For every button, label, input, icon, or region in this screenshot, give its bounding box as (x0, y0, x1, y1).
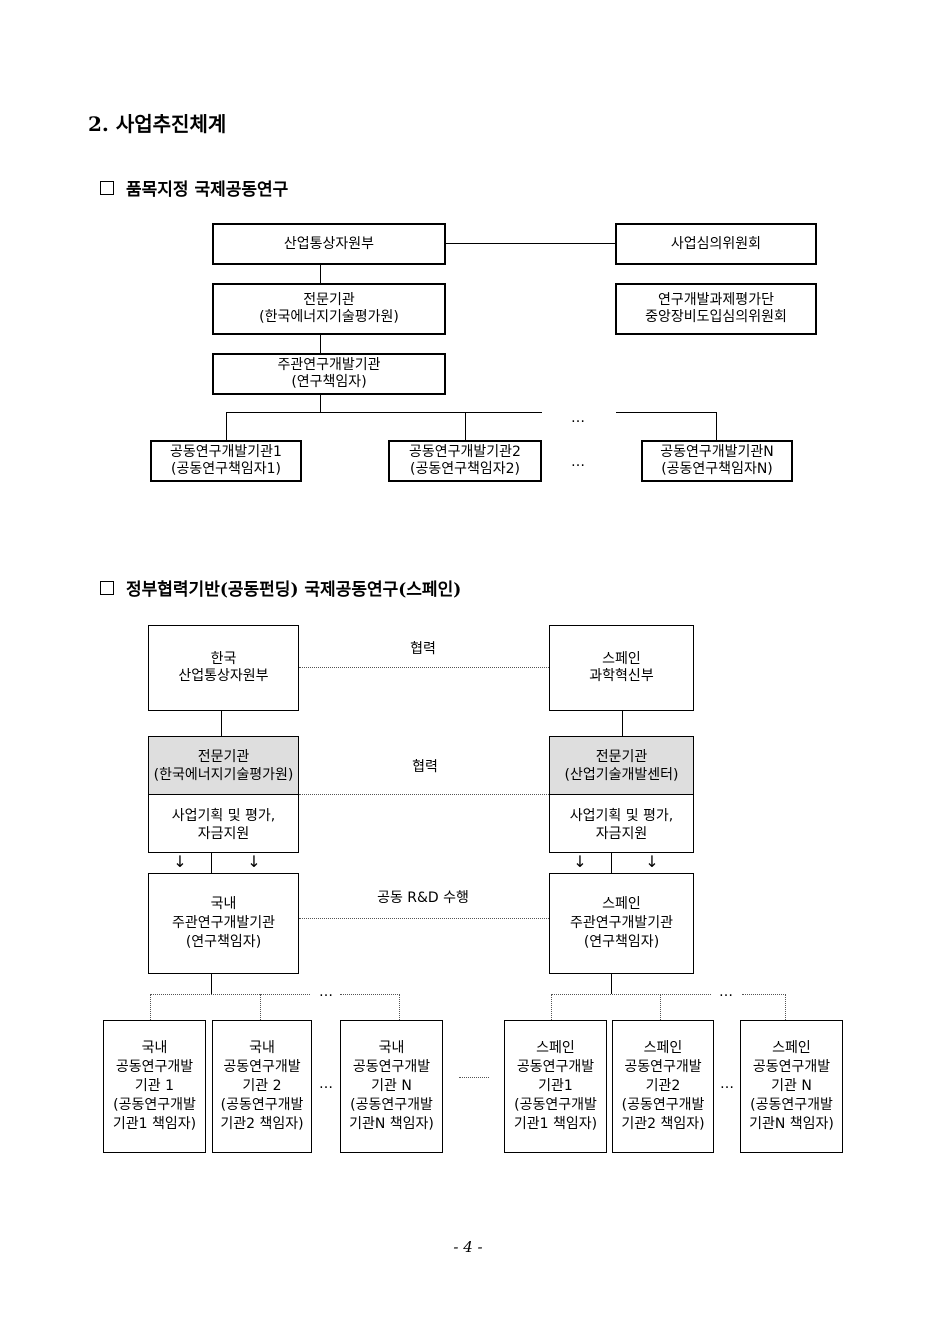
korea-lead-box: 국내 주관연구개발기관 (연구책임자) (148, 873, 299, 974)
dotted-drop-kn (399, 994, 400, 1020)
spain-agency-name: 전문기관 (산업기술개발센터) (550, 737, 693, 795)
line-korea-agency-lead (211, 853, 212, 873)
line-spain-agency-lead (611, 853, 612, 873)
section-title: 2. 사업추진체계 (88, 112, 227, 136)
down-arrow-icon: ↓ (573, 852, 587, 871)
joint-org-box-1: 공동연구개발기관1 (공동연구책임자1) (150, 440, 302, 482)
line-korea-ministry-agency (221, 711, 222, 737)
down-arrow-icon: ↓ (173, 852, 187, 871)
spain-agency-box: 전문기관 (산업기술개발센터) 사업기획 및 평가, 자금지원 (549, 736, 694, 853)
dotted-branch-korea-right (340, 994, 400, 995)
korea-joint-box-2: 국내 공동연구개발 기관 2 (공동연구개발 기관2 책임자) (212, 1020, 312, 1153)
spain-ministry-box: 스페인 과학혁신부 (549, 625, 694, 711)
joint-org-box-2: 공동연구개발기관2 (공동연구책임자2) (388, 440, 542, 482)
ellipsis-korea-branch: … (319, 984, 333, 1000)
korea-ministry-box: 한국 산업통상자원부 (148, 625, 299, 711)
dotted-drop-k2 (260, 994, 261, 1020)
line-spain-lead-branch (611, 974, 612, 994)
cooperation-label-1: 협력 (410, 641, 436, 657)
ellipsis-mid: … (571, 454, 585, 470)
checkbox-square-icon (100, 580, 114, 595)
agency-box: 전문기관 (한국에너지기술평가원) (212, 283, 446, 335)
korea-joint-box-1: 국내 공동연구개발 기관 1 (공동연구개발 기관1 책임자) (103, 1020, 206, 1153)
part1-heading-row: 품목지정 국제공동연구 (100, 175, 288, 200)
review-board-box: 연구개발과제평가단 중앙장비도입심의위원회 (615, 283, 817, 335)
part2-heading-row: 정부협력기반(공동펀딩) 국제공동연구(스페인) (100, 575, 461, 600)
dotted-line-agencies (299, 794, 549, 795)
ministry-box: 산업통상자원부 (212, 223, 446, 265)
dotted-branch-spain-left (551, 994, 711, 995)
line-ministry-committee (445, 243, 616, 244)
down-arrow-icon: ↓ (247, 852, 261, 871)
ellipsis-spain-branch: … (719, 984, 733, 1000)
dotted-drop-s2 (660, 994, 661, 1020)
joint-rd-label: 공동 R&D 수행 (377, 890, 469, 906)
checkbox-square-icon (100, 180, 114, 195)
spain-joint-box-n: 스페인 공동연구개발 기관 N (공동연구개발 기관N 책임자) (740, 1020, 843, 1153)
dotted-line-ministries (299, 667, 549, 668)
spain-joint-box-1: 스페인 공동연구개발 기관1 (공동연구개발 기관1 책임자) (504, 1020, 607, 1153)
dotted-branch-spain-right (742, 994, 786, 995)
joint-org-box-n: 공동연구개발기관N (공동연구책임자N) (641, 440, 793, 482)
line-spain-ministry-agency (622, 711, 623, 737)
ellipsis-top: … (571, 410, 585, 426)
dotted-drop-sn (785, 994, 786, 1020)
dotted-drop-k1 (150, 994, 151, 1020)
lead-org-box: 주관연구개발기관 (연구책임자) (212, 353, 446, 395)
spain-agency-role: 사업기획 및 평가, 자금지원 (569, 807, 674, 842)
line-drop-2 (465, 412, 466, 441)
line-drop-1 (226, 412, 227, 441)
line-ministry-agency (320, 264, 321, 284)
spain-lead-box: 스페인 주관연구개발기관 (연구책임자) (549, 873, 694, 974)
korea-agency-box: 전문기관 (한국에너지기술평가원) 사업기획 및 평가, 자금지원 (148, 736, 299, 853)
korea-agency-name: 전문기관 (한국에너지기술평가원) (149, 737, 298, 795)
dotted-line-leads (299, 918, 549, 919)
line-agency-lead (320, 334, 321, 354)
spain-joint-box-2: 스페인 공동연구개발 기관2 (공동연구개발 기관2 책임자) (612, 1020, 714, 1153)
dotted-line-joint-groups (459, 1077, 489, 1078)
part1-heading: 품목지정 국제공동연구 (126, 180, 289, 200)
down-arrow-icon: ↓ (645, 852, 659, 871)
committee-box: 사업심의위원회 (615, 223, 817, 265)
line-drop-n (716, 412, 717, 441)
korea-joint-box-n: 국내 공동연구개발 기관 N (공동연구개발 기관N 책임자) (340, 1020, 443, 1153)
line-branch-right (616, 412, 717, 413)
line-korea-lead-branch (211, 974, 212, 994)
korea-agency-role: 사업기획 및 평가, 자금지원 (171, 807, 276, 842)
part2-heading: 정부협력기반(공동펀딩) 국제공동연구(스페인) (126, 580, 462, 600)
page-number: - 4 - (453, 1238, 483, 1256)
line-branch-left (226, 412, 542, 413)
line-lead-branch (320, 394, 321, 412)
ellipsis-korea-boxes: … (319, 1076, 333, 1092)
dotted-branch-korea-left (150, 994, 310, 995)
ellipsis-spain-boxes: … (720, 1076, 734, 1092)
cooperation-label-2: 협력 (412, 759, 438, 775)
dotted-drop-s1 (551, 994, 552, 1020)
